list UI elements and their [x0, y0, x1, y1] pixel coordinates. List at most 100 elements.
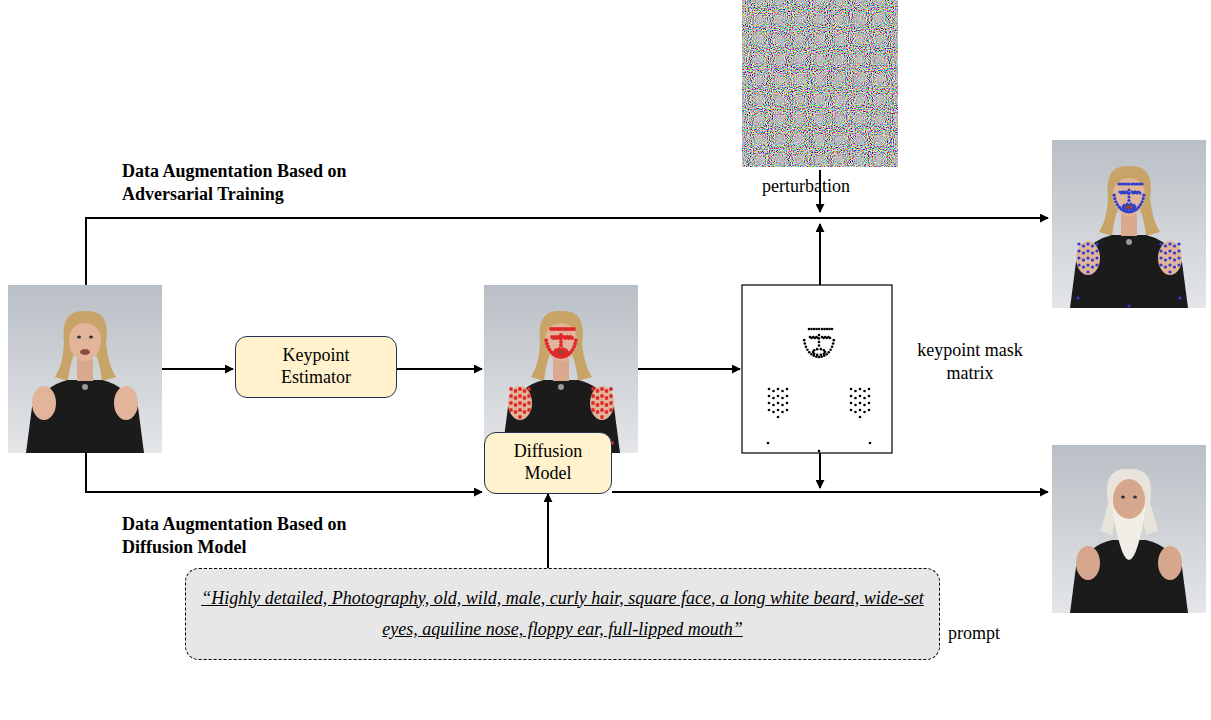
- keypoint-dot: [600, 415, 604, 419]
- keypoint-dot: [818, 334, 821, 337]
- keypoint-dot: [1095, 263, 1098, 266]
- keypoint-dot: [509, 394, 513, 398]
- keypoint-dot: [1164, 265, 1167, 268]
- keypoint-dot: [859, 388, 862, 391]
- keypoint-dot: [786, 409, 789, 412]
- keypoint-dot: [1077, 242, 1080, 245]
- keypoint-dot: [1138, 191, 1141, 194]
- keypoint-dot: [1095, 242, 1098, 245]
- keypoint-dot: [854, 411, 857, 414]
- keypoint-dot: [574, 338, 578, 342]
- keypoint-dot: [854, 404, 857, 407]
- keypoint-dot: [523, 389, 527, 393]
- keypoint-dot: [1177, 242, 1180, 245]
- keypoint-dot: [605, 389, 609, 393]
- keypoint-dot: [813, 349, 816, 352]
- keypoint-dot: [1177, 256, 1180, 259]
- keypoint-dot: [518, 408, 522, 412]
- keypoint-dot: [544, 338, 548, 342]
- keypoint-dot: [786, 402, 789, 405]
- section-label: Data Augmentation Based on Diffusion Mod…: [122, 513, 422, 560]
- keypoint-dot: [609, 401, 613, 405]
- keypoint-dot: [1091, 251, 1094, 254]
- flow-arrow: [397, 368, 482, 370]
- keypoint-dot: [818, 328, 821, 331]
- top-flow-arrow: [86, 218, 1048, 285]
- keypoint-dot: [1113, 197, 1116, 200]
- keypoint-dot: [600, 401, 604, 405]
- keypoint-dot: [1159, 249, 1162, 252]
- keypoint-dot: [1127, 182, 1130, 185]
- keypoint-dot: [1139, 203, 1142, 206]
- keypoint-dot: [591, 408, 595, 412]
- keypoint-dot: [829, 337, 832, 340]
- keypoint-dot: [1086, 242, 1089, 245]
- keypoint-dot: [1114, 200, 1117, 203]
- keypoint-dot: [1095, 249, 1098, 252]
- keypoint-dot: [1132, 204, 1135, 207]
- keypoint-dot: [1173, 258, 1176, 261]
- keypoint-dot: [831, 345, 834, 348]
- keypoint-dot: [514, 403, 518, 407]
- mask-matrix: [742, 285, 892, 453]
- keypoint-dot: [820, 354, 823, 357]
- keypoint-dot: [609, 408, 613, 412]
- section-label: Data Augmentation Based on Adversarial T…: [122, 160, 422, 207]
- keypoint-dot: [573, 342, 577, 346]
- keypoint-dot: [518, 401, 522, 405]
- keypoint-dot: [591, 387, 595, 391]
- keypoint-dot: [1168, 263, 1171, 266]
- flow-arrows: [86, 170, 1048, 492]
- keypoint-dot: [863, 411, 866, 414]
- keypoint-dot: [823, 349, 826, 352]
- keypoint-dot: [850, 409, 853, 412]
- keypoint-dot: [803, 339, 806, 342]
- keypoint-dot: [1086, 256, 1089, 259]
- keypoint-dot: [832, 342, 835, 345]
- keypoint-dot: [509, 387, 513, 391]
- keypoint-dot: [605, 403, 609, 407]
- input-image: [8, 285, 162, 453]
- keypoint-dot: [859, 395, 862, 398]
- keypoint-dot: [591, 401, 595, 405]
- keypoint-dot: [825, 353, 828, 356]
- keypoint-dot: [559, 337, 563, 341]
- keypoint-dot: [527, 394, 531, 398]
- keypoint-dot: [1127, 304, 1130, 307]
- keypoint-dot: [1082, 258, 1085, 261]
- keypoint-dot: [850, 388, 853, 391]
- keypoint-dot: [1126, 208, 1129, 211]
- keypoint-dot: [815, 328, 818, 331]
- keypoint-dot: [1132, 207, 1135, 210]
- keypoint-dot: [1168, 242, 1171, 245]
- keypoint-dot: [1123, 204, 1126, 207]
- keypoint-dot: [768, 388, 771, 391]
- node-text: “Highly detailed, Photography, old, wild…: [200, 583, 925, 646]
- mask-down-arrow: [819, 453, 821, 488]
- mask-dots: [767, 328, 872, 453]
- keypoint-dot: [820, 348, 823, 351]
- keypoint-dot: [527, 387, 531, 391]
- keypoint-dot: [609, 394, 613, 398]
- keypoint-dot: [1159, 263, 1162, 266]
- keypoint-dot: [1177, 263, 1180, 266]
- keypoint-dot: [527, 401, 531, 405]
- keypoint-dot: [1127, 192, 1130, 195]
- keypoint-dot: [514, 389, 518, 393]
- diffusion-output-image: [1052, 445, 1206, 613]
- keypoint-dot: [781, 397, 784, 400]
- keypoint-dot: [523, 403, 527, 407]
- keypoint-dot: [600, 394, 604, 398]
- keypoint-dot: [596, 403, 600, 407]
- keypoint-dot: [772, 411, 775, 414]
- keypoint-dot: [828, 328, 831, 331]
- keypoint-dot: [1159, 256, 1162, 259]
- keypoint-dot: [564, 348, 568, 352]
- keypoint-dot: [596, 389, 600, 393]
- keypoint-dot: [596, 396, 600, 400]
- keypoint-dot: [777, 395, 780, 398]
- keypoint-dot: [859, 416, 862, 419]
- keypoint-dot: [559, 340, 563, 344]
- keypoint-dot: [514, 396, 518, 400]
- keypoint-dot: [1142, 194, 1145, 197]
